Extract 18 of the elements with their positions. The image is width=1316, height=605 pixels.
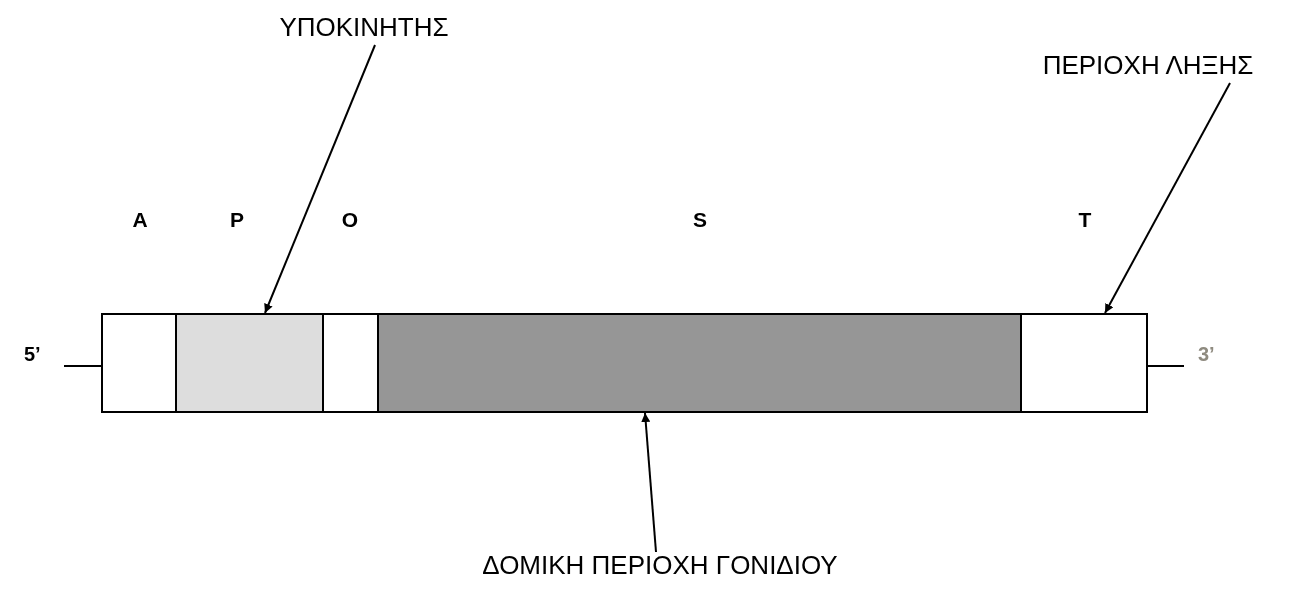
gene-segment	[1020, 313, 1148, 413]
gene-segment	[322, 313, 379, 413]
arrow	[1104, 82, 1231, 314]
gene-segment	[377, 313, 1022, 413]
callout-label: ΠΕΡΙΟΧΗ ΛΗΞΗΣ	[1042, 50, 1254, 81]
gene-segment	[175, 313, 324, 413]
segment-letter: T	[1078, 208, 1092, 232]
arrow	[264, 44, 376, 314]
segment-letter: O	[341, 208, 359, 232]
callout-label: ΥΠΟΚΙΝΗΤΗΣ	[279, 12, 449, 43]
strand-end-label: 3’	[1198, 343, 1215, 366]
callout-label: ΔΟΜΙΚΗ ΠΕΡΙΟΧΗ ΓΟΝΙΔΙΟΥ	[482, 550, 838, 581]
segment-letter: S	[693, 208, 707, 232]
gene-segment	[101, 313, 177, 413]
segment-letter: P	[230, 208, 244, 232]
segment-letter: A	[132, 208, 148, 232]
strand-end-label: 5’	[24, 343, 41, 366]
arrow	[641, 412, 657, 553]
